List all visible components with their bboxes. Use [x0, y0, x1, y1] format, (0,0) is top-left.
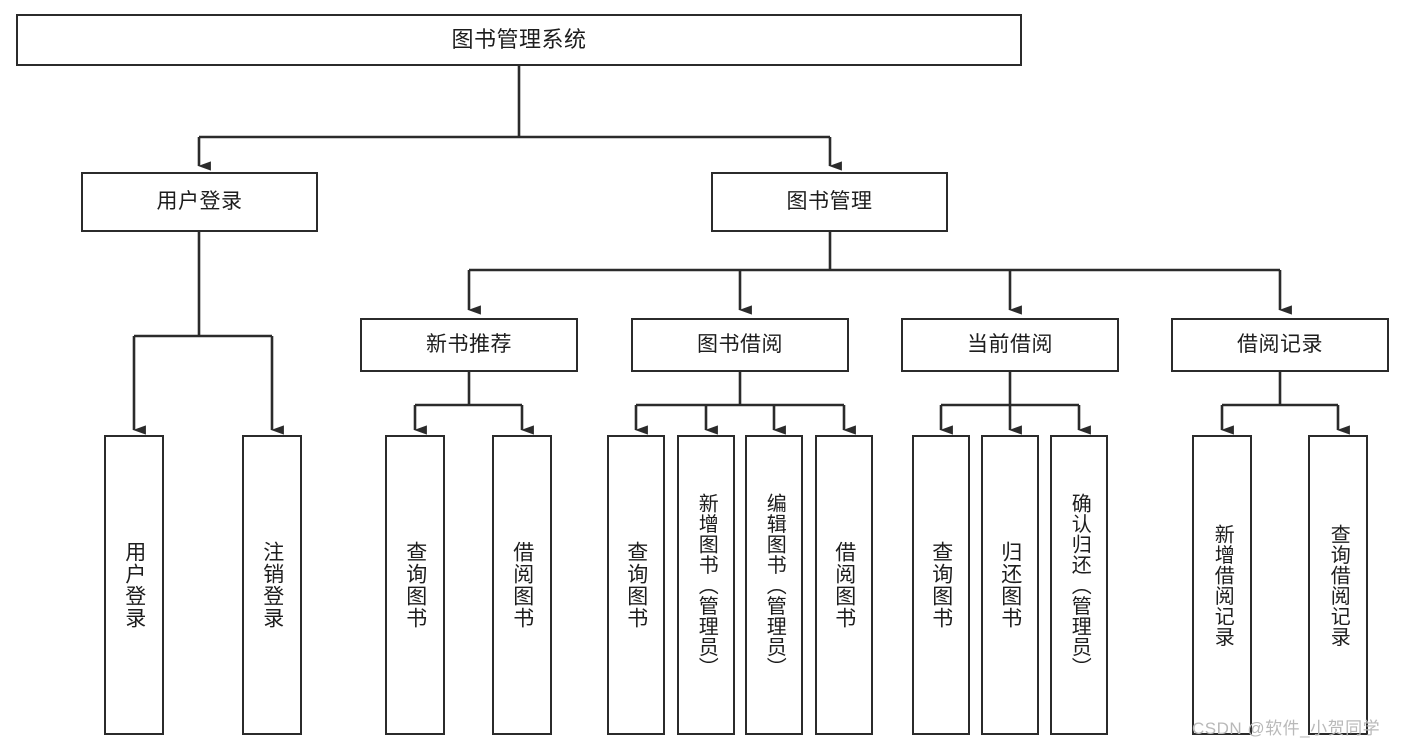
node-label: 新增借阅记录 — [1211, 523, 1234, 647]
node-leaf-query-borrow-record[interactable]: 查询借阅记录 — [1308, 435, 1368, 735]
node-book-borrow[interactable]: 图书借阅 — [631, 318, 849, 372]
node-root-book-management-system[interactable]: 图书管理系统 — [16, 14, 1022, 66]
node-leaf-query-book-borrow[interactable]: 查询图书 — [607, 435, 665, 735]
node-label: 查询图书 — [624, 541, 648, 629]
node-label: 归还图书 — [998, 541, 1022, 629]
node-new-book-recommendation[interactable]: 新书推荐 — [360, 318, 578, 372]
node-label: 借阅图书 — [510, 541, 534, 629]
node-book-manage[interactable]: 图书管理 — [711, 172, 948, 232]
node-current-borrow[interactable]: 当前借阅 — [901, 318, 1119, 372]
node-leaf-logout[interactable]: 注销登录 — [242, 435, 302, 735]
node-leaf-query-book-rec[interactable]: 查询图书 — [385, 435, 445, 735]
node-leaf-add-borrow-record[interactable]: 新增借阅记录 — [1192, 435, 1252, 735]
node-leaf-borrow-book-rec[interactable]: 借阅图书 — [492, 435, 552, 735]
node-label: 借阅记录 — [1237, 333, 1323, 357]
node-label: 用户登录 — [156, 190, 243, 214]
node-label: 新增图书（管理员） — [695, 492, 718, 678]
node-leaf-query-book-current[interactable]: 查询图书 — [912, 435, 970, 735]
node-label: 图书管理 — [786, 190, 873, 214]
node-leaf-edit-book-admin[interactable]: 编辑图书（管理员） — [745, 435, 803, 735]
node-label: 借阅图书 — [832, 541, 856, 629]
node-label: 图书借阅 — [697, 333, 783, 357]
node-leaf-confirm-return-admin[interactable]: 确认归还（管理员） — [1050, 435, 1108, 735]
node-leaf-add-book-admin[interactable]: 新增图书（管理员） — [677, 435, 735, 735]
node-label: 图书管理系统 — [451, 26, 587, 52]
node-label: 用户登录 — [122, 541, 146, 629]
node-label: 当前借阅 — [967, 333, 1053, 357]
node-leaf-user-login[interactable]: 用户登录 — [104, 435, 164, 735]
node-user-login[interactable]: 用户登录 — [81, 172, 318, 232]
node-label: 查询图书 — [929, 541, 953, 629]
node-leaf-return-book[interactable]: 归还图书 — [981, 435, 1039, 735]
node-label: 新书推荐 — [426, 333, 512, 357]
node-label: 编辑图书（管理员） — [763, 492, 786, 678]
node-label: 查询图书 — [403, 541, 427, 629]
node-borrow-record[interactable]: 借阅记录 — [1171, 318, 1389, 372]
node-leaf-borrow-book[interactable]: 借阅图书 — [815, 435, 873, 735]
node-label: 查询借阅记录 — [1327, 523, 1350, 647]
node-label: 注销登录 — [260, 541, 284, 629]
node-label: 确认归还（管理员） — [1068, 492, 1091, 678]
